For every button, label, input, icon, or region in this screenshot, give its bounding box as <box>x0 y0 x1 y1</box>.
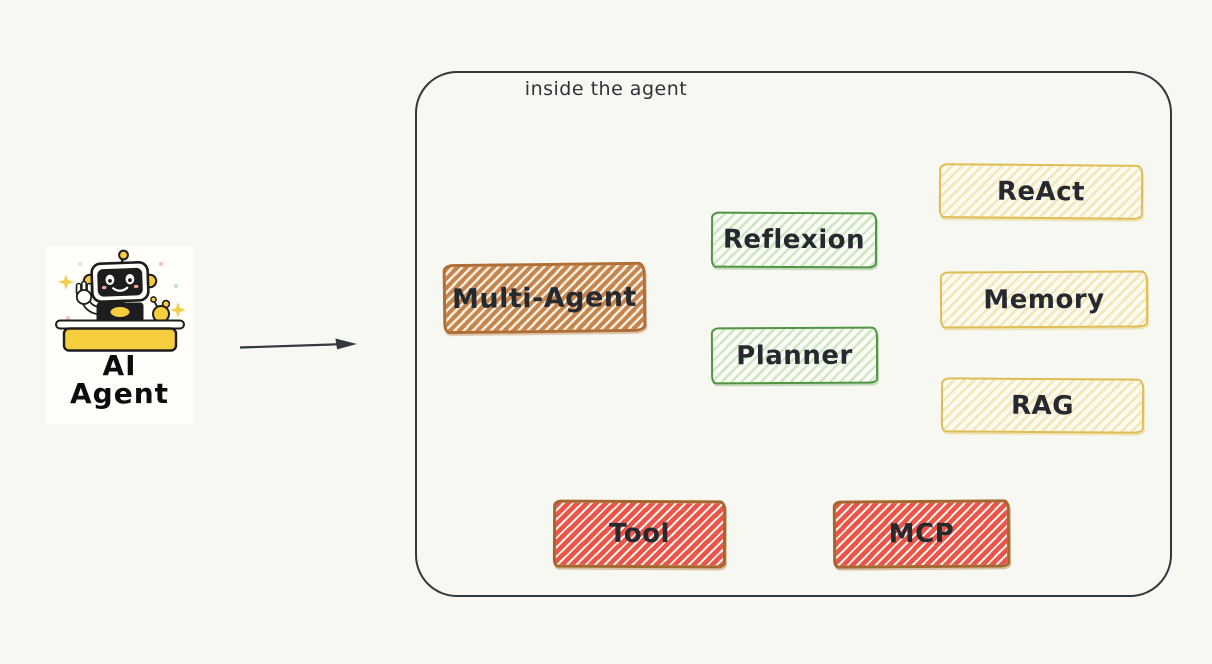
ai-agent-figure: AI Agent <box>46 247 193 424</box>
node-mcp: MCP <box>832 499 1011 569</box>
node-memory: Memory <box>939 270 1149 329</box>
source-label: AI Agent <box>70 352 169 408</box>
node-tool: Tool <box>552 499 727 569</box>
node-label: Multi-Agent <box>451 281 638 315</box>
node-react: ReAct <box>938 163 1144 220</box>
node-label: Tool <box>608 518 671 550</box>
node-rag: RAG <box>940 377 1145 434</box>
node-label: MCP <box>888 518 955 550</box>
node-planner: Planner <box>710 326 879 385</box>
source-label-line1: AI <box>102 349 137 382</box>
node-multi-agent: Multi-Agent <box>442 261 647 335</box>
node-label: Reflexion <box>722 224 866 256</box>
container-title: inside the agent <box>524 78 688 100</box>
node-label: Memory <box>983 284 1105 315</box>
node-reflexion: Reflexion <box>710 211 878 269</box>
flow-arrow-icon <box>239 338 357 350</box>
node-label: ReAct <box>996 176 1086 207</box>
agent-container <box>415 71 1172 597</box>
robot-at-desk-icon <box>54 249 186 352</box>
node-label: RAG <box>1010 390 1075 421</box>
source-label-line2: Agent <box>69 377 170 410</box>
node-label: Planner <box>736 340 853 371</box>
